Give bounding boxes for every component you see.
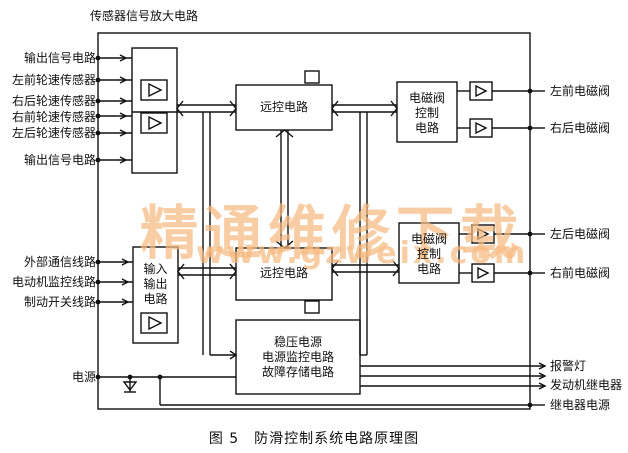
io-circuit-label: 输入输出电路 <box>143 262 168 306</box>
remote-upper-label: 远控电路 <box>259 100 308 114</box>
label-brake-switch: 制动开关线路 <box>23 295 96 309</box>
label-output-signal-2: 输出信号电路 <box>23 153 96 167</box>
label-left-rear-sensor: 左后轮速传感器 <box>11 126 96 140</box>
ecu-frame <box>97 32 531 410</box>
valve-upper-label: 电磁阀控制电路 <box>408 91 445 135</box>
label-relay-power: 继电器电源 <box>550 398 611 412</box>
valve-lower-label: 电磁阀控制电路 <box>410 232 447 276</box>
label-power: 电源 <box>71 370 96 384</box>
label-left-front-valve: 左前电磁阀 <box>550 84 611 98</box>
valve-lower-block <box>398 222 460 284</box>
label-external-comm: 外部通信线路 <box>23 255 96 269</box>
label-left-rear-valve: 左后电磁阀 <box>550 227 611 241</box>
remote-lower-label: 远控电路 <box>259 266 308 280</box>
watermark-url: www.gzweix.com <box>196 236 529 271</box>
label-right-rear-valve: 右后电磁阀 <box>550 121 611 135</box>
label-right-front-valve: 右前电磁阀 <box>550 266 611 280</box>
label-output-signal-1: 输出信号电路 <box>23 51 96 65</box>
label-right-front-sensor: 右前轮速传感器 <box>11 110 96 124</box>
figure-caption: 图 5 防滑控制系统电路原理图 <box>208 431 420 447</box>
sensor-amp-block <box>131 47 178 174</box>
sensor-amp-title: 传感器信号放大电路 <box>90 9 199 23</box>
power-block <box>235 319 361 395</box>
label-engine-monitor: 电动机监控线路 <box>11 275 96 289</box>
label-right-rear-sensor: 右后轮速传感器 <box>11 94 96 108</box>
watermark-text: 精通维修下载 <box>140 199 525 267</box>
io-circuit-block <box>132 246 179 344</box>
label-engine-relay: 发动机继电器 <box>550 378 623 392</box>
label-warning-lamp: 报警灯 <box>550 359 587 373</box>
label-left-front-sensor: 左前轮速传感器 <box>11 73 96 87</box>
power-block-label: 稳压电源电源监控电路故障存储电路 <box>261 335 334 379</box>
